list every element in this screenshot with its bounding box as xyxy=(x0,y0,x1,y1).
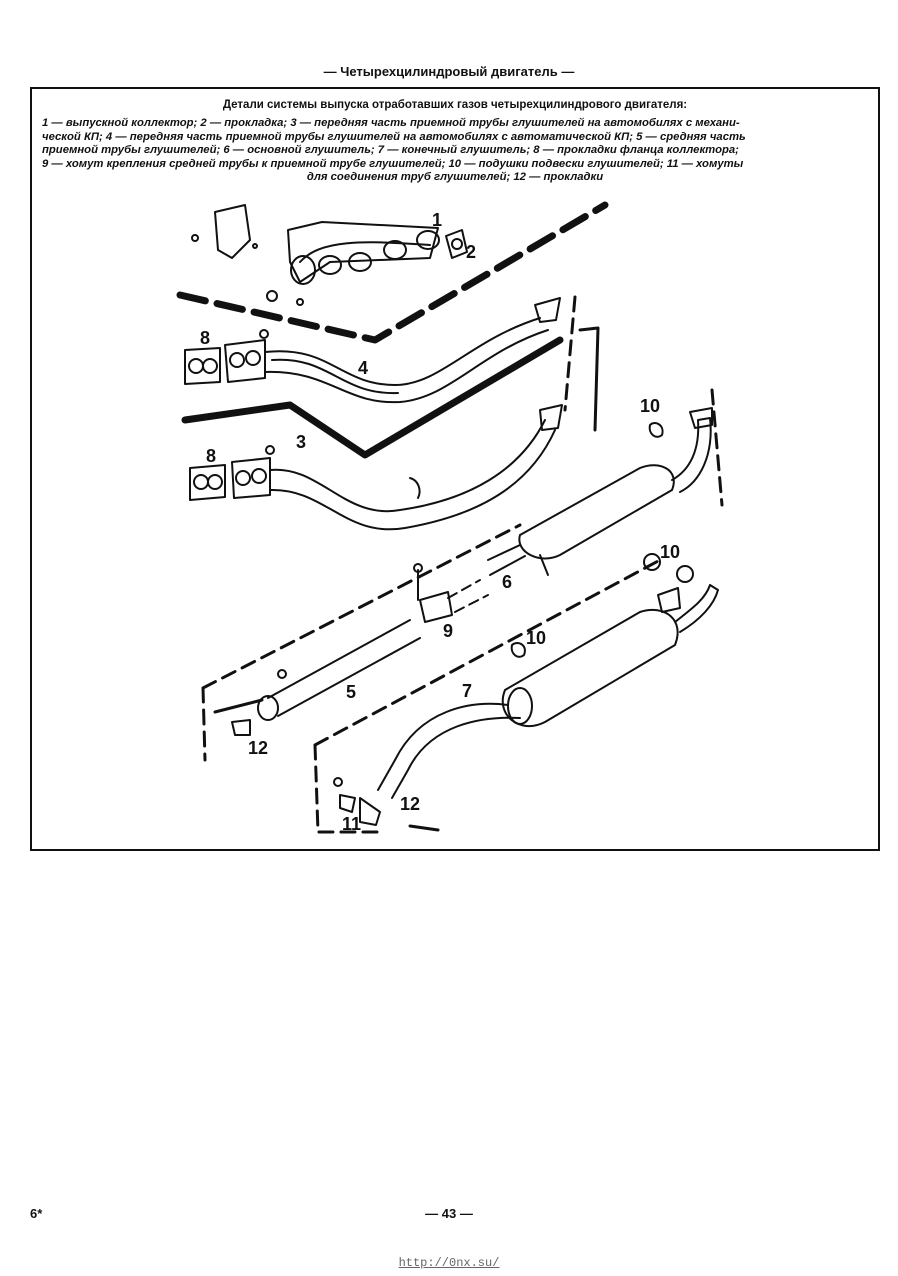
caption-line: 1 — выпускной коллектор; 2 — прокладка; … xyxy=(42,117,740,129)
callout-10-middle: 10 xyxy=(526,628,546,648)
figure-frame: Детали системы выпуска отработавших газо… xyxy=(30,87,880,851)
source-link[interactable]: http://0nx.su/ xyxy=(398,1256,500,1270)
sheet-mark: 6* xyxy=(30,1206,43,1221)
callout-9: 9 xyxy=(443,621,453,641)
caption-line: для соединения труб глушителей; 12 — про… xyxy=(306,171,604,183)
main-muffler xyxy=(487,407,713,576)
middle-pipe xyxy=(213,563,489,736)
figure-title: Детали системы выпуска отработавших газо… xyxy=(222,99,688,111)
callout-1: 1 xyxy=(432,210,442,230)
callout-4: 4 xyxy=(358,358,368,378)
figure-caption: 1 — выпускной коллектор; 2 — прокладка; … xyxy=(42,117,868,185)
caption-line: 9 — хомут крепления средней трубы к прие… xyxy=(42,157,744,170)
assembly-guide-lines xyxy=(176,201,724,834)
callout-5: 5 xyxy=(346,682,356,702)
page-number: — 43 — xyxy=(425,1206,473,1221)
manifold-gasket xyxy=(445,229,468,259)
callout-11: 11 xyxy=(342,814,361,834)
flange-gasket-lower xyxy=(189,464,226,501)
callout-7: 7 xyxy=(462,681,472,701)
callout-10-right: 10 xyxy=(660,542,680,562)
callout-12-right: 12 xyxy=(400,794,420,814)
caption-line: приемной трубы глушителей; 6 — основной … xyxy=(42,144,739,156)
callout-6: 6 xyxy=(502,572,512,592)
rear-muffler xyxy=(333,553,719,832)
front-pipe-manual xyxy=(231,404,563,531)
flange-gasket-upper xyxy=(184,347,221,385)
callout-8-lower: 8 xyxy=(206,446,216,466)
caption-line: ческой КП; 4 — передняя часть приемной т… xyxy=(42,130,746,143)
callout-2: 2 xyxy=(466,242,476,262)
page-header: — Четырехцилиндровый двигатель — xyxy=(323,64,575,79)
callout-10-upper: 10 xyxy=(640,396,660,416)
callout-12-left: 12 xyxy=(248,738,268,758)
exhaust-manifold xyxy=(191,204,440,306)
front-pipe-automatic xyxy=(224,297,561,404)
callout-labels: 1 2 3 4 5 6 7 8 8 9 10 10 10 11 12 12 xyxy=(200,210,680,834)
callout-8-upper: 8 xyxy=(200,328,210,348)
callout-3: 3 xyxy=(296,432,306,452)
